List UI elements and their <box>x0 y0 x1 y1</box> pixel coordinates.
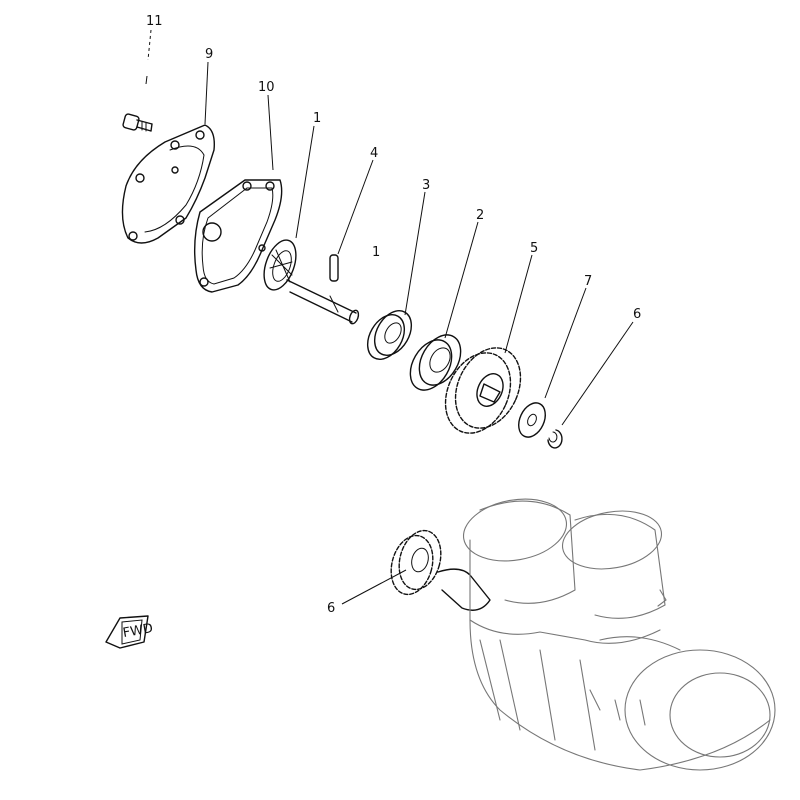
callout-7: 7 <box>584 274 592 289</box>
drive-gear-lower <box>390 529 491 611</box>
callout-6-circlip: 6 <box>633 307 641 322</box>
callout-1-pin: 1 <box>372 245 380 260</box>
engine-crankcase-outline <box>469 619 776 771</box>
pump-cover-part-9 <box>121 124 215 244</box>
callout-1-shaft: 1 <box>313 111 321 126</box>
engine-cylinder-outline <box>462 498 667 644</box>
pin-part-4 <box>329 254 339 282</box>
callout-3: 3 <box>422 178 430 193</box>
leader-lines <box>145 29 634 605</box>
washer-part-7 <box>518 402 546 438</box>
circlip-part-6 <box>547 429 563 449</box>
fwd-label: FWD <box>122 621 154 641</box>
gasket-part-10 <box>193 179 283 293</box>
callout-11: 11 <box>146 14 163 29</box>
callout-4: 4 <box>370 146 378 161</box>
callout-9: 9 <box>205 47 213 62</box>
bearing-part-2 <box>409 334 462 391</box>
callout-6-drive-gear: 6 <box>327 601 335 616</box>
bearing-part-3 <box>366 310 413 360</box>
callout-5: 5 <box>530 241 538 256</box>
bolt-part-11 <box>122 113 153 132</box>
gear-part-5 <box>444 347 522 434</box>
forward-direction-icon <box>105 615 149 649</box>
callout-2: 2 <box>476 208 484 223</box>
callout-10: 10 <box>258 80 275 95</box>
impeller-shaft-part-1 <box>263 239 360 325</box>
